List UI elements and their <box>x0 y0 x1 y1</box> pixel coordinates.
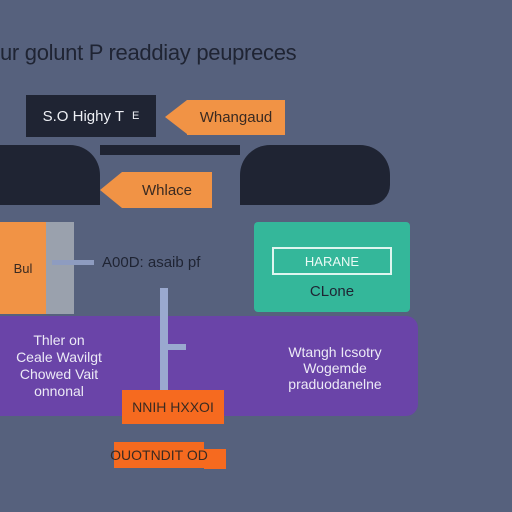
dark-band-right <box>240 145 390 205</box>
tag-mid-label: Whlace <box>141 181 193 199</box>
header-box: S.O Highy T E <box>26 95 156 137</box>
teal-inner-box: HARANE <box>272 247 392 275</box>
header-box-mark: E <box>132 110 140 122</box>
teal-box-label: CLone <box>309 283 355 300</box>
tag-mid-arrow <box>100 172 122 208</box>
dark-band-left <box>0 145 100 205</box>
tag-low-2: OUOTNDIT OD <box>110 442 208 468</box>
grey-left-block <box>46 222 74 314</box>
tag-top-arrow <box>165 100 187 134</box>
orange-left-label: Bul <box>13 260 33 276</box>
tag-top-label: Whangaud <box>199 109 273 126</box>
diagram-title: ur golunt P readdiay peupreces <box>0 40 297 65</box>
connector-stub <box>168 344 186 350</box>
tag-low-1: NNIH HXXOI <box>122 390 224 424</box>
tag-low-2-label: OUOTNDIT OD <box>110 447 208 463</box>
purple-left-text: Thler on Ceale Wavilgt Chowed Vait onnon… <box>16 332 102 399</box>
dark-band-connector <box>100 145 240 155</box>
tag-low-1-label: NNIH HXXOI <box>132 399 214 415</box>
tag-mid: Whlace <box>122 172 212 208</box>
orange-left-block: Bul <box>0 222 46 314</box>
left-connector <box>52 260 94 265</box>
mid-label: A00D: asaib pf <box>102 254 201 271</box>
tag-low-2-tip <box>204 449 226 469</box>
tag-top: Whangaud <box>187 100 285 135</box>
teal-box <box>254 222 410 312</box>
header-box-label: S.O Highy T <box>42 107 125 125</box>
teal-inner-label: HARANE <box>304 253 360 269</box>
purple-right-text: Wtangh Icsotry Wogemde praduodanelne <box>288 344 382 392</box>
vertical-connector <box>160 288 168 390</box>
